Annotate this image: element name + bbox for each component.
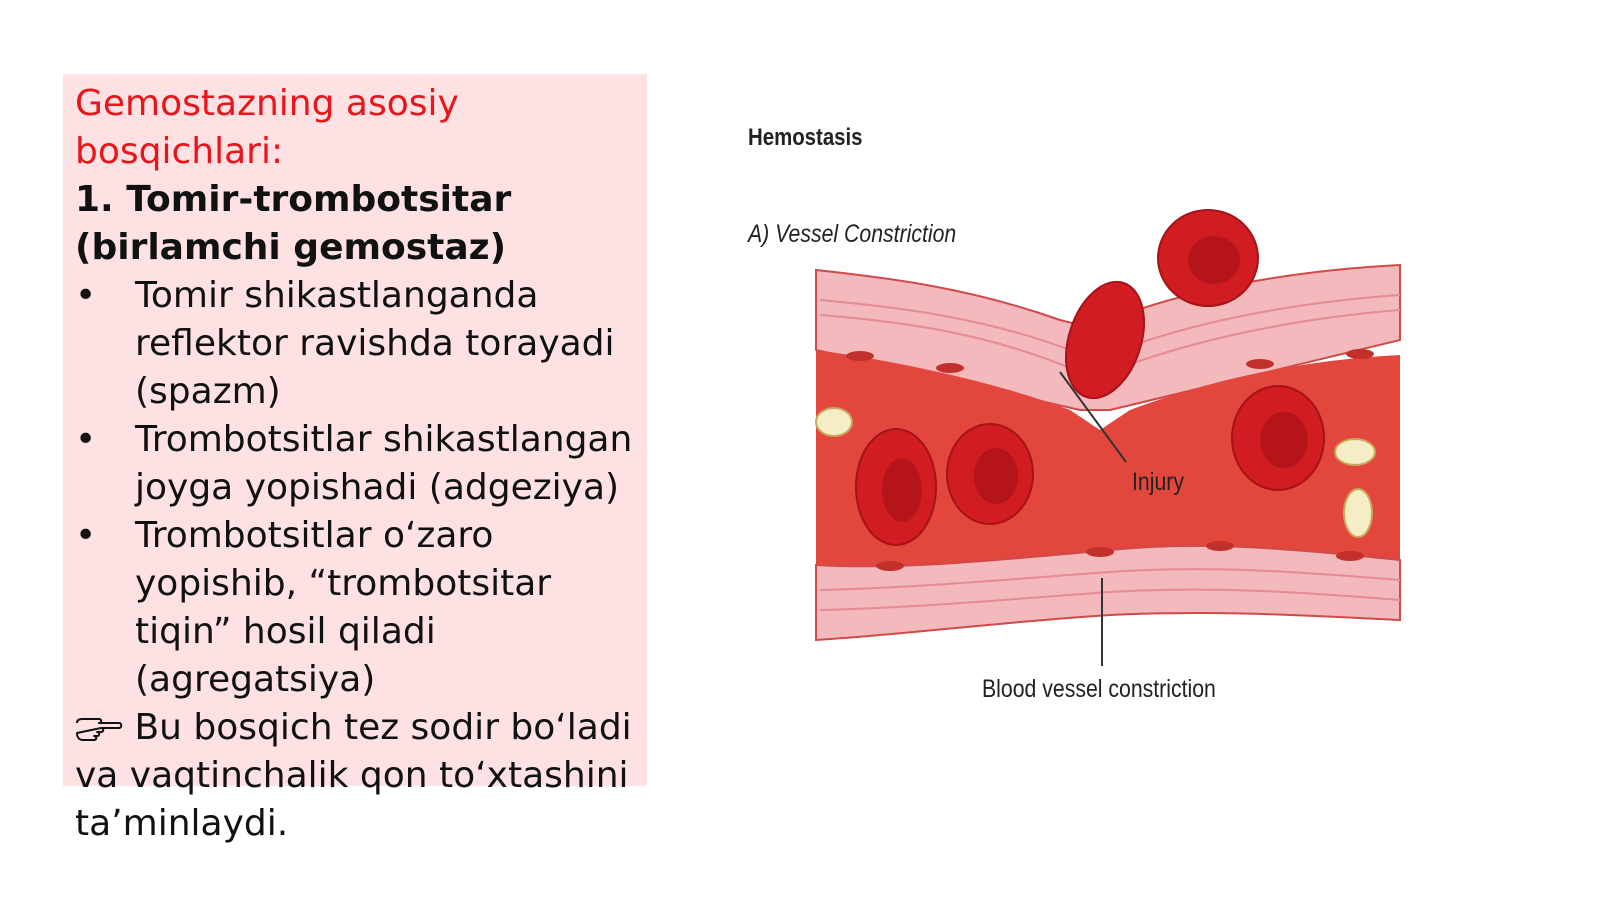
- red-blood-cell: [1188, 236, 1240, 284]
- bullet-text: Trombotsitlar shikastlangan joyga yopish…: [135, 419, 633, 508]
- vessel-drawing: [815, 209, 1401, 666]
- bullet-item: • Trombotsitlar shikastlangan joyga yopi…: [75, 416, 645, 512]
- platelet: [815, 407, 853, 437]
- slide-heading: Gemostazning asosiy bosqichlari:: [75, 83, 459, 172]
- endothelial-cell: [846, 351, 874, 361]
- pointing-hand-icon: [76, 718, 123, 741]
- endothelial-cell: [936, 363, 964, 373]
- note-text: Bu bosqich tez sodir bo‘ladi va vaqtinch…: [75, 707, 632, 844]
- bullet-marker: •: [75, 275, 97, 316]
- hemostasis-illustration: Hemostasis A) Vessel Constriction Injury…: [740, 110, 1440, 730]
- red-blood-cell: [1065, 280, 1145, 400]
- platelet: [1334, 438, 1376, 466]
- constriction-label: Blood vessel constriction: [982, 675, 1216, 703]
- note: Bu bosqich tez sodir bo‘ladi va vaqtinch…: [75, 704, 645, 848]
- injury-leader-line: [1059, 371, 1127, 463]
- injury-label: Injury: [1132, 468, 1184, 496]
- figure-subtitle: A) Vessel Constriction: [748, 220, 957, 248]
- wall-texture: [819, 568, 1401, 611]
- bullet-text: Trombotsitlar o‘zaro yopishib, “trombots…: [135, 515, 552, 700]
- endothelial-cell: [1346, 349, 1374, 359]
- endothelial-cell: [1246, 359, 1274, 369]
- red-blood-cell: [1260, 412, 1308, 468]
- bullet-marker: •: [75, 419, 97, 460]
- wall-texture: [819, 294, 1401, 369]
- bullet-list: • Tomir shikastlanganda reflektor ravish…: [75, 272, 645, 704]
- endothelial-cell: [1086, 547, 1114, 557]
- text-panel-background: [63, 74, 647, 786]
- endothelial-cell: [1206, 541, 1234, 551]
- bullet-item: • Tomir shikastlanganda reflektor ravish…: [75, 272, 645, 416]
- platelet: [1343, 488, 1373, 538]
- text-panel: Gemostazning asosiy bosqichlari: 1. Tomi…: [75, 80, 645, 848]
- red-blood-cell: [882, 458, 922, 522]
- bullet-text: Tomir shikastlanganda reflektor ravishda…: [135, 275, 615, 412]
- red-blood-cell: [974, 448, 1018, 504]
- endothelial-cell: [876, 561, 904, 571]
- stage-title: 1. Tomir-trombotsitar (birlamchi gemosta…: [75, 179, 512, 268]
- bullet-marker: •: [75, 515, 97, 556]
- endothelial-cell: [1336, 551, 1364, 561]
- bullet-item: • Trombotsitlar o‘zaro yopishib, “trombo…: [75, 512, 645, 704]
- figure-title: Hemostasis: [748, 124, 863, 151]
